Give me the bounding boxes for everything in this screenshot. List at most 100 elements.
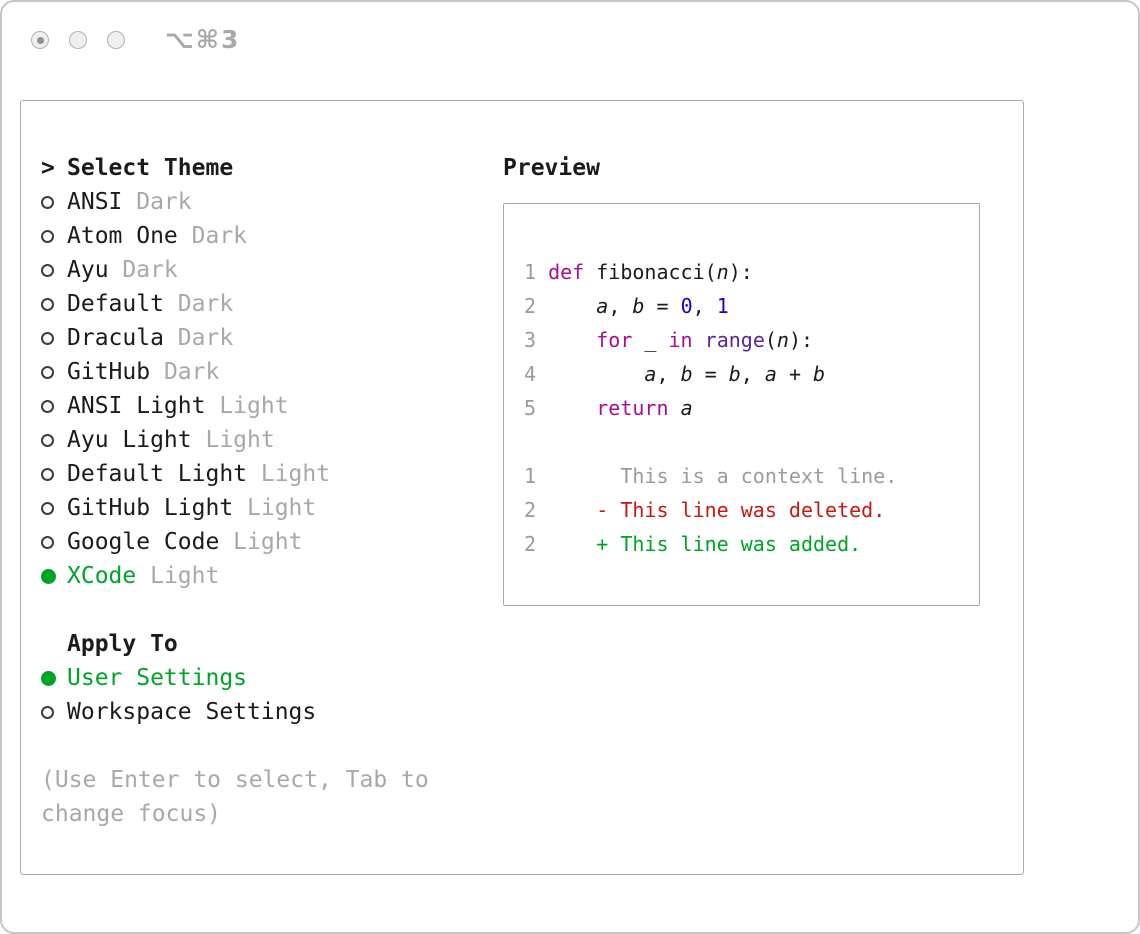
line-number: 2 (524, 498, 537, 522)
radio-icon (41, 535, 67, 549)
theme-variant-label: Light (247, 461, 331, 487)
code-token: a (680, 396, 693, 420)
diff-line-deleted: 2 - This line was deleted. (524, 493, 961, 527)
code-line-5: 5 return a (524, 391, 961, 425)
line-number: 2 (524, 532, 537, 556)
radio-circle (41, 195, 54, 209)
apply-option-user-settings[interactable]: User Settings (41, 661, 429, 695)
code-token: ( (764, 328, 777, 352)
code-token: def (548, 260, 585, 284)
window-shortcut-label: ⌥⌘3 (165, 25, 241, 54)
blank-code-line (524, 425, 961, 459)
line-number: 4 (524, 362, 537, 386)
theme-variant-label: Light (205, 393, 289, 419)
theme-variant-label: Dark (163, 325, 234, 351)
radio-icon (41, 263, 67, 277)
code-token (693, 328, 705, 352)
code-token: + (776, 362, 814, 386)
radio-icon (41, 195, 67, 209)
radio-selected-icon (41, 568, 67, 584)
theme-option-github[interactable]: GitHub Dark (41, 355, 429, 389)
theme-name: GitHub Light (67, 495, 234, 521)
theme-name: Ayu (67, 257, 109, 283)
code-token: = (644, 294, 681, 318)
code-token: b (632, 294, 645, 318)
radio-icon (41, 433, 67, 447)
code-token: ): (788, 328, 814, 352)
theme-option-ayu-light[interactable]: Ayu Light Light (41, 423, 429, 457)
theme-option-ansi[interactable]: ANSI Dark (41, 185, 429, 219)
spacer-row (41, 729, 429, 763)
theme-name: Dracula (67, 325, 164, 351)
apply-option-workspace-settings[interactable]: Workspace Settings (41, 695, 429, 729)
code-token: return (596, 396, 669, 420)
theme-option-atom-one[interactable]: Atom One Dark (41, 219, 429, 253)
radio-icon (41, 399, 67, 413)
code-token (548, 294, 596, 318)
theme-name: ANSI (67, 189, 123, 215)
traffic-light-dot-icon (36, 36, 44, 44)
theme-option-default[interactable]: Default Dark (41, 287, 429, 321)
theme-variant-label: Dark (122, 189, 192, 215)
select-theme-header: > Select Theme (41, 151, 429, 185)
apply-to-header: Apply To (41, 627, 429, 661)
diff-text: - This line was deleted. (536, 498, 886, 522)
code-token: 0 (680, 294, 693, 318)
code-token: , (608, 294, 633, 318)
traffic-light-minimize-button[interactable] (69, 31, 87, 49)
titlebar: ⌥⌘3 (2, 2, 1138, 78)
theme-variant-label: Dark (108, 257, 178, 283)
preview-title: Preview (503, 155, 600, 181)
code-token: a (596, 294, 609, 318)
hint-text-line-2: change focus) (41, 801, 222, 827)
code-token: for (596, 328, 633, 352)
code-token (669, 396, 681, 420)
radio-icon (41, 229, 67, 243)
code-token: = (692, 362, 729, 386)
theme-variant-label: Dark (163, 291, 234, 317)
theme-name: Atom One (67, 223, 178, 249)
spacer-row (41, 593, 429, 627)
apply-option-label: Workspace Settings (67, 699, 317, 725)
radio-circle (41, 467, 54, 481)
code-token (548, 396, 596, 420)
line-number: 3 (524, 328, 537, 352)
code-token: _ (632, 328, 669, 352)
theme-name: Default (67, 291, 164, 317)
theme-name: ANSI Light (67, 393, 206, 419)
theme-option-dracula[interactable]: Dracula Dark (41, 321, 429, 355)
traffic-light-close-button[interactable] (31, 31, 49, 49)
theme-variant-label: Dark (150, 359, 220, 385)
line-number: 1 (524, 260, 537, 284)
traffic-light-zoom-button[interactable] (107, 31, 125, 49)
code-token: b (728, 362, 741, 386)
theme-variant-label: Light (219, 529, 303, 555)
theme-option-default-light[interactable]: Default Light Light (41, 457, 429, 491)
radio-icon (41, 297, 67, 311)
radio-selected-icon (41, 670, 67, 686)
code-token: a (764, 362, 777, 386)
code-token: b (680, 362, 693, 386)
code-token (548, 362, 644, 386)
theme-option-ansi-light[interactable]: ANSI Light Light (41, 389, 429, 423)
diff-line-added: 2 + This line was added. (524, 527, 961, 561)
line-number: 1 (524, 464, 537, 488)
radio-icon (41, 705, 67, 719)
theme-option-google-code[interactable]: Google Code Light (41, 525, 429, 559)
code-token: ): (728, 260, 753, 284)
code-token: , (656, 362, 681, 386)
code-token: , (692, 294, 717, 318)
diff-text: This is a context line. (536, 464, 898, 488)
theme-option-github-light[interactable]: GitHub Light Light (41, 491, 429, 525)
code-token: range (704, 328, 765, 352)
theme-option-ayu[interactable]: Ayu Dark (41, 253, 429, 287)
radio-icon (41, 331, 67, 345)
theme-option-xcode[interactable]: XCode Light (41, 559, 429, 593)
code-line-3: 3 for _ in range(n): (524, 323, 961, 357)
theme-variant-label: Light (233, 495, 317, 521)
